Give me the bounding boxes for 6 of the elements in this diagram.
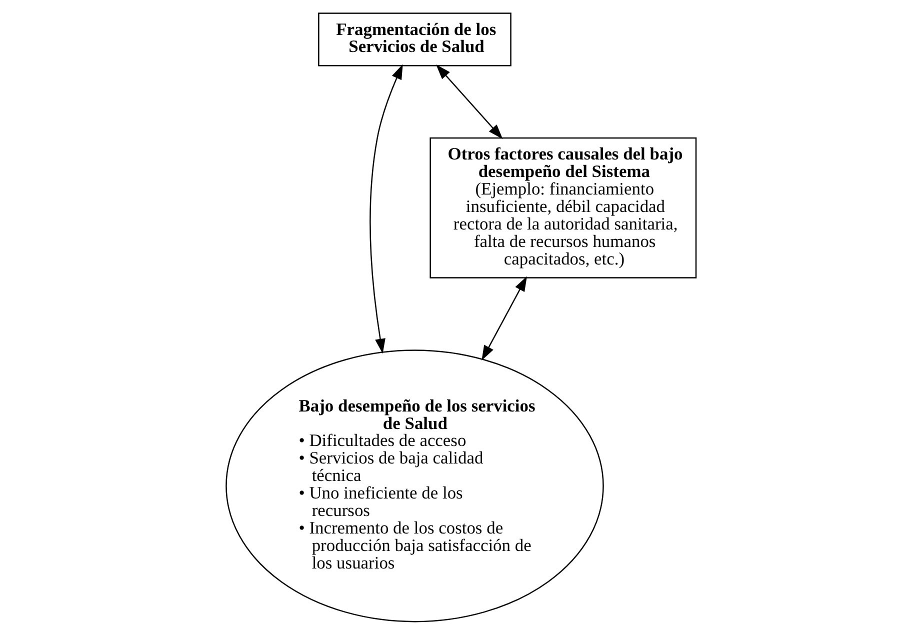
arrow: [436, 64, 502, 140]
arrow: [369, 64, 402, 354]
node-ellipse: Bajo desempeño de los servicios de Salud • Dificultades de acceso • Servicios de baja calidad técnica • Uno ineficiente de los recursos • Incremento de los costos de producción baja satisfacción de los usuarios: [225, 350, 604, 622]
arrow: [481, 276, 526, 360]
node-box: Otros factores causales del bajo desempeño del Sistema (Ejemplo: financiamiento insuficiente, débil capacidad rectora de la autoridad sanitaria, falta de recursos humanos capacitados, etc.): [429, 137, 696, 278]
node-box: Fragmentación de los Servicios de Salud: [318, 12, 511, 66]
